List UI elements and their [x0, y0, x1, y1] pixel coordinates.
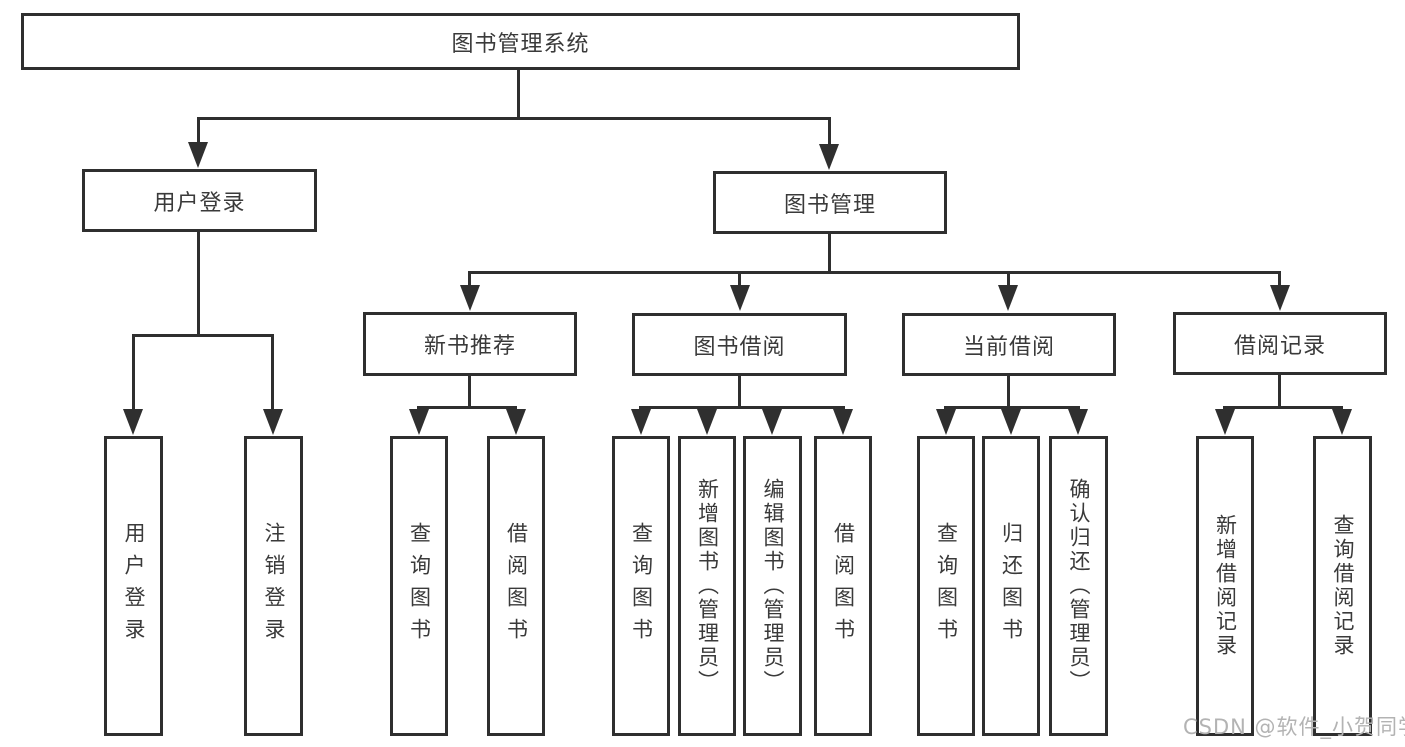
node-book-management-label: 图书管理 [783, 192, 876, 218]
leaf-query-books-2: 查询图书 [612, 436, 670, 736]
node-root: 图书管理系统 [21, 13, 1020, 70]
leaf-user-login-label: 用户登录 [122, 522, 146, 650]
leaf-confirm-return-admin: 确认归还（管理员） [1049, 436, 1108, 736]
arrow-down-icon [506, 409, 526, 435]
connector-line [828, 117, 831, 146]
connector-line [197, 117, 200, 145]
connector-line [1007, 376, 1010, 409]
leaf-query-books-1: 查询图书 [390, 436, 448, 736]
connector-line [197, 232, 200, 337]
connector-line [468, 271, 1281, 274]
leaf-add-borrow-record-label: 新增借阅记录 [1213, 514, 1238, 658]
csdn-watermark: CSDN @软件_小贺同学 [1183, 715, 1405, 739]
connector-line [738, 271, 741, 289]
node-book-borrow: 图书借阅 [632, 313, 847, 376]
connector-line [1278, 271, 1281, 289]
arrow-down-icon [263, 409, 283, 435]
leaf-add-books-admin: 新增图书（管理员） [678, 436, 736, 736]
connector-line [828, 234, 831, 274]
leaf-edit-books-admin: 编辑图书（管理员） [743, 436, 802, 736]
arrow-down-icon [188, 142, 208, 168]
connector-line [1223, 406, 1343, 409]
leaf-add-books-admin-label: 新增图书（管理员） [695, 478, 720, 694]
leaf-borrow-books-1-label: 借阅图书 [504, 522, 529, 650]
arrow-down-icon [1332, 409, 1352, 435]
leaf-user-login: 用户登录 [104, 436, 163, 736]
leaf-query-borrow-record: 查询借阅记录 [1313, 436, 1372, 736]
arrow-down-icon [998, 285, 1018, 311]
connector-line [517, 70, 520, 120]
node-book-management: 图书管理 [713, 171, 947, 234]
leaf-logout-label: 注销登录 [262, 522, 286, 650]
arrow-down-icon [1215, 409, 1235, 435]
arrow-down-icon [460, 285, 480, 311]
arrow-down-icon [697, 409, 717, 435]
leaf-borrow-books-2: 借阅图书 [814, 436, 872, 736]
leaf-edit-books-admin-label: 编辑图书（管理员） [761, 478, 785, 694]
arrow-down-icon [936, 409, 956, 435]
connector-line [197, 117, 831, 120]
leaf-confirm-return-admin-label: 确认归还（管理员） [1067, 478, 1091, 694]
node-new-book-recommend: 新书推荐 [363, 312, 577, 376]
node-user-login: 用户登录 [82, 169, 317, 232]
connector-line [132, 334, 274, 337]
leaf-logout: 注销登录 [244, 436, 303, 736]
node-user-login-label: 用户登录 [153, 190, 246, 216]
arrow-down-icon [1001, 409, 1021, 435]
arrow-down-icon [833, 409, 853, 435]
node-new-book-recommend-label: 新书推荐 [423, 334, 516, 359]
connector-line [944, 406, 1080, 409]
node-current-borrow: 当前借阅 [902, 313, 1116, 376]
leaf-query-books-2-label: 查询图书 [629, 522, 654, 650]
arrow-down-icon [631, 409, 651, 435]
connector-line [468, 271, 471, 289]
connector-line [738, 376, 741, 409]
node-root-label: 图书管理系统 [451, 31, 590, 57]
leaf-query-books-3: 查询图书 [917, 436, 975, 736]
leaf-query-books-1-label: 查询图书 [407, 522, 432, 650]
leaf-add-borrow-record: 新增借阅记录 [1196, 436, 1254, 736]
leaf-borrow-books-2-label: 借阅图书 [831, 522, 856, 650]
connector-line [1007, 271, 1010, 289]
arrow-down-icon [730, 285, 750, 311]
leaf-query-books-3-label: 查询图书 [934, 522, 959, 650]
node-borrow-record: 借阅记录 [1173, 312, 1387, 375]
arrow-down-icon [409, 409, 429, 435]
arrow-down-icon [1270, 285, 1290, 311]
leaf-query-borrow-record-label: 查询借阅记录 [1331, 514, 1355, 658]
leaf-return-books-label: 归还图书 [999, 522, 1024, 650]
node-current-borrow-label: 当前借阅 [962, 334, 1055, 360]
leaf-return-books: 归还图书 [982, 436, 1040, 736]
leaf-borrow-books-1: 借阅图书 [487, 436, 545, 736]
arrow-down-icon [1068, 409, 1088, 435]
connector-line [132, 334, 135, 412]
connector-line [468, 376, 471, 409]
connector-line [271, 334, 274, 412]
arrow-down-icon [819, 144, 839, 170]
node-borrow-record-label: 借阅记录 [1233, 333, 1326, 359]
connector-line [1278, 375, 1281, 409]
connector-line [417, 406, 517, 409]
node-book-borrow-label: 图书借阅 [693, 334, 786, 360]
arrow-down-icon [762, 409, 782, 435]
arrow-down-icon [123, 409, 143, 435]
connector-line [639, 406, 845, 409]
